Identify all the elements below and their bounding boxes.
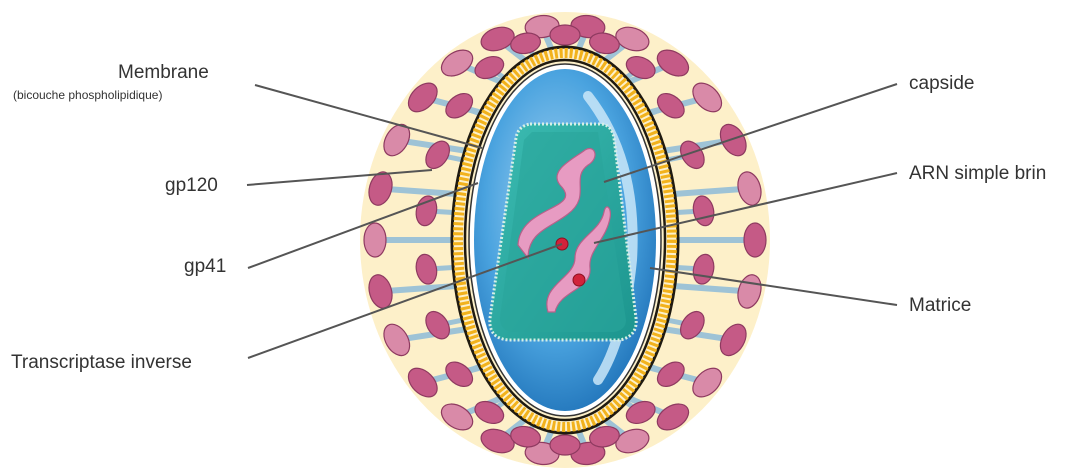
reverse-transcriptase-2 — [573, 274, 585, 286]
label-membrane-subtitle: (bicouche phospholipidique) — [13, 89, 162, 101]
label-gp41: gp41 — [184, 257, 226, 276]
label-capside: capside — [909, 74, 975, 93]
label-arn-simple-brin: ARN simple brin — [909, 164, 1046, 183]
gp120-head — [744, 223, 766, 257]
label-membrane: Membrane — [118, 63, 209, 82]
gp120-head — [364, 223, 386, 257]
label-transcriptase-inverse: Transcriptase inverse — [11, 353, 192, 372]
gp120-head — [550, 25, 580, 45]
gp120-head — [550, 435, 580, 455]
label-matrice: Matrice — [909, 296, 971, 315]
label-gp120: gp120 — [165, 176, 218, 195]
